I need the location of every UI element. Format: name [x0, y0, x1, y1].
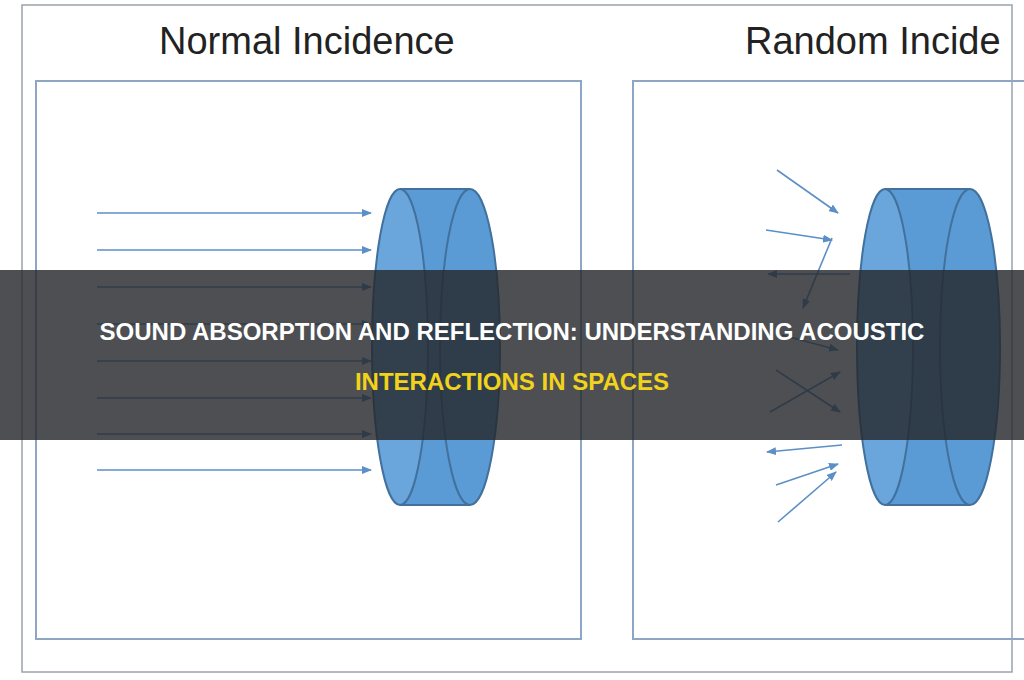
banner-band: [0, 270, 1024, 440]
panel-heading: Normal Incidence: [159, 20, 455, 63]
banner-title: SOUND ABSORPTION AND REFLECTION: UNDERST…: [0, 318, 1024, 346]
banner-title: INTERACTIONS IN SPACES: [0, 368, 1024, 396]
panel-heading: Random Incide: [745, 20, 1001, 63]
